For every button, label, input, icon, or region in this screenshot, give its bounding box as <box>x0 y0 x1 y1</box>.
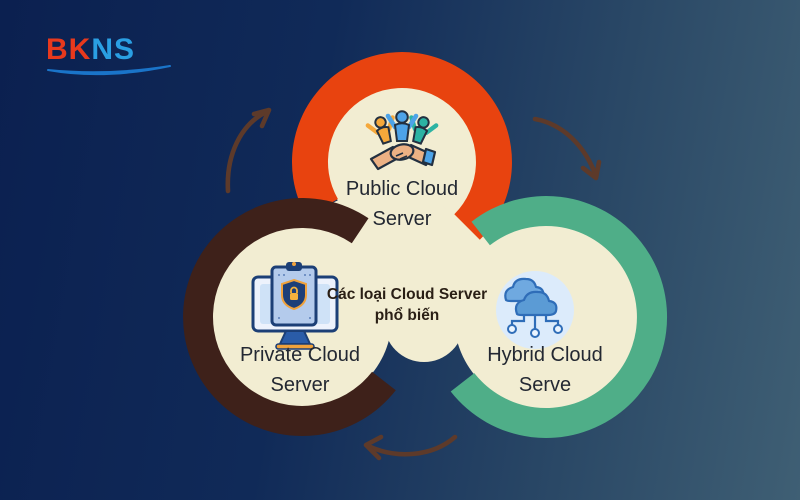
logo-text-blue: NS <box>91 33 136 66</box>
private-cloud-label-line1: Private Cloud <box>239 344 361 366</box>
diagram-title: Các loại Cloud Server phổ biến <box>302 284 512 326</box>
bkns-logo: BKNS <box>46 34 176 78</box>
hybrid-cloud-label: Hybrid Cloud Serve <box>430 340 660 400</box>
diagram-title-line2: phổ biến <box>374 307 440 324</box>
cycle-arrows <box>225 107 602 461</box>
logo-text-red: BK <box>46 33 92 66</box>
public-cloud-label-line1: Public Cloud <box>345 178 459 200</box>
hybrid-cloud-label-line2: Serve <box>518 374 572 396</box>
arrow-hybrid-to-private-icon <box>363 434 458 461</box>
secure-monitor-icon <box>251 262 339 350</box>
diagram-title-line1: Các loại Cloud Server <box>326 286 488 303</box>
private-cloud-label: Private Cloud Server <box>185 340 415 400</box>
public-cloud-label-line2: Server <box>372 208 432 230</box>
public-cloud-label: Public Cloud Server <box>287 174 517 234</box>
public-ring <box>291 52 512 240</box>
arrow-private-to-public-icon <box>225 107 272 194</box>
private-cloud-label-line2: Server <box>270 374 330 396</box>
logo-swoosh-icon <box>47 65 171 76</box>
people-handshake-icon <box>365 110 439 171</box>
hybrid-cloud-label-line1: Hybrid Cloud <box>487 344 603 366</box>
arrow-public-to-hybrid-icon <box>532 116 602 181</box>
cloud-network-icon <box>496 271 574 349</box>
